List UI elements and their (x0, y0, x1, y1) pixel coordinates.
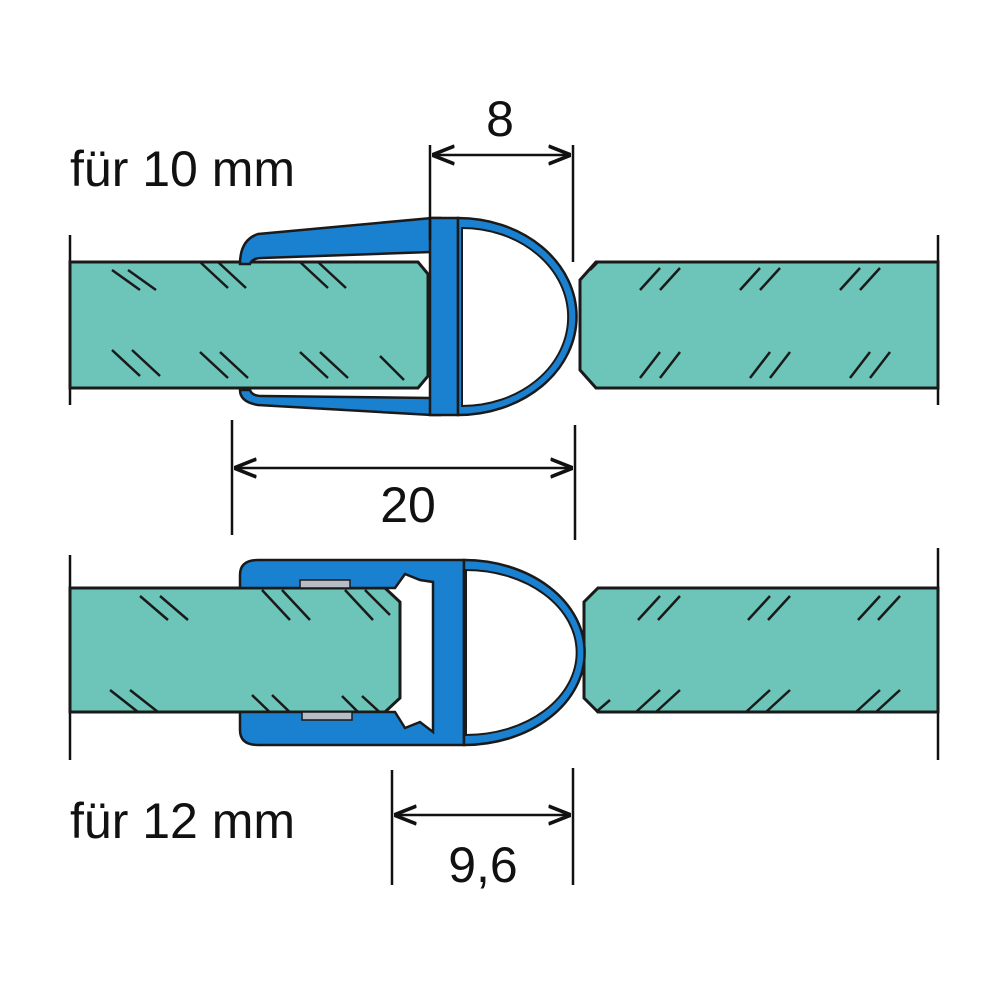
bottom-assembly: für 12 mm (68, 548, 940, 849)
top-left-glass-pane (68, 260, 430, 390)
top-assembly: für 10 mm (68, 141, 940, 417)
bottom-glass-hatching (109, 589, 901, 723)
top-glass-hatching (111, 261, 891, 381)
top-right-glass-pane (578, 260, 940, 390)
top-seal-stem (428, 216, 460, 417)
top-width-value: 20 (380, 477, 436, 533)
bottom-seal-bulb-hollow (465, 568, 578, 737)
top-glass-label: für 10 mm (70, 141, 295, 197)
bottom-glass-label: für 12 mm (70, 793, 295, 849)
bottom-gap-dimension: 9,6 (390, 768, 575, 893)
top-gap-dimension: 8 (428, 91, 575, 262)
bottom-seal-clip (238, 558, 466, 747)
top-upper-clip-lip (238, 216, 442, 266)
bottom-gap-value: 9,6 (448, 837, 518, 893)
bottom-right-glass-pane (582, 586, 940, 714)
bottom-lower-pad (301, 711, 353, 721)
top-gap-value: 8 (486, 91, 514, 147)
top-lower-clip-lip (238, 388, 442, 417)
top-width-dimension: 20 (230, 420, 577, 540)
top-seal-bulb-hollow (461, 226, 570, 408)
bottom-upper-pad (299, 579, 351, 589)
bottom-left-glass-pane (68, 586, 402, 714)
